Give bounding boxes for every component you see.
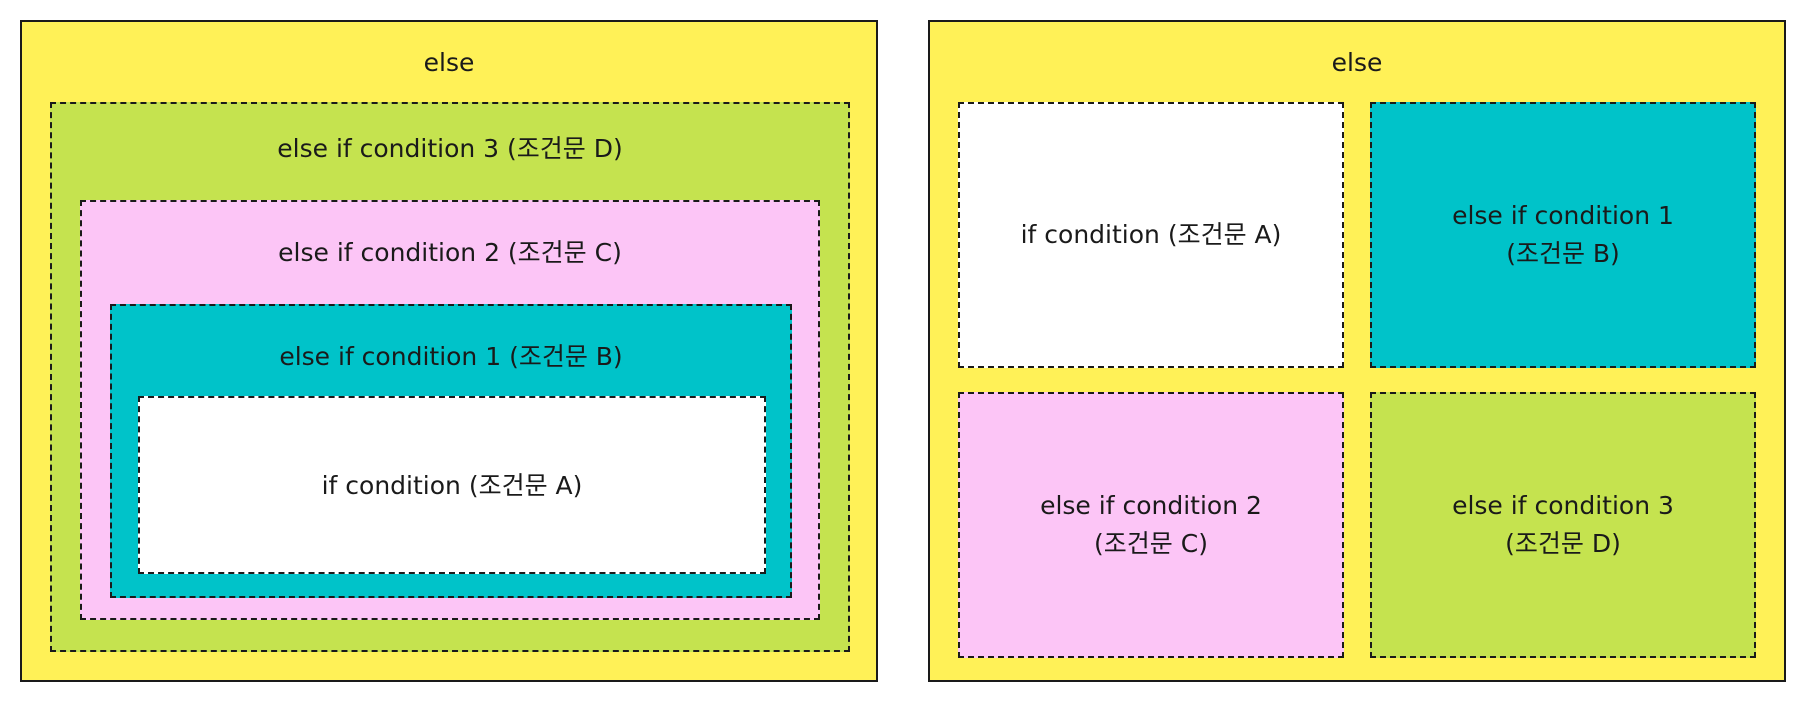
else-if-condition-2-cell: else if condition 2 (조건문 C) — [958, 392, 1344, 658]
grid-else-panel: else if condition (조건문 A) else if condit… — [928, 20, 1786, 682]
if-condition-cell: if condition (조건문 A) — [958, 102, 1344, 368]
if-condition-label: if condition (조건문 A) — [1020, 220, 1282, 249]
else-if-condition-2-label: else if condition 2 — [1040, 491, 1262, 520]
if-condition-box: if condition (조건문 A) — [138, 396, 766, 574]
else-if-condition-1-label: else if condition 1 — [1452, 201, 1674, 230]
else-label: else — [1331, 48, 1383, 77]
else-if-condition-3-label: else if condition 3 (조건문 D) — [277, 134, 623, 163]
else-if-condition-1-box: else if condition 1 (조건문 B) if condition… — [110, 304, 792, 598]
else-if-condition-3-sublabel: (조건문 D) — [1505, 529, 1621, 558]
else-if-condition-3-cell: else if condition 3 (조건문 D) — [1370, 392, 1756, 658]
else-if-condition-3-box: else if condition 3 (조건문 D) else if cond… — [50, 102, 850, 652]
nested-else-panel: else else if condition 3 (조건문 D) else if… — [20, 20, 878, 682]
else-if-condition-1-cell: else if condition 1 (조건문 B) — [1370, 102, 1756, 368]
else-if-condition-2-label: else if condition 2 (조건문 C) — [278, 238, 622, 267]
else-if-condition-3-label: else if condition 3 — [1452, 491, 1674, 520]
else-if-condition-2-box: else if condition 2 (조건문 C) else if cond… — [80, 200, 820, 620]
if-condition-label: if condition (조건문 A) — [321, 471, 583, 500]
else-if-condition-2-sublabel: (조건문 C) — [1094, 529, 1208, 558]
else-if-condition-1-label: else if condition 1 (조건문 B) — [279, 342, 623, 371]
else-label: else — [423, 48, 475, 77]
else-if-condition-1-sublabel: (조건문 B) — [1506, 239, 1620, 268]
